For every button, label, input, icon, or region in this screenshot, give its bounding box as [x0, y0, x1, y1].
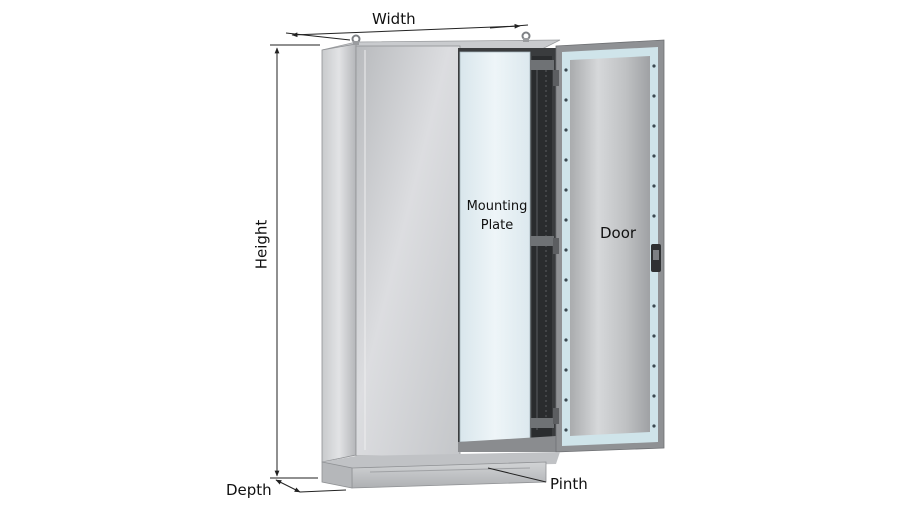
depth-dimension	[275, 479, 347, 493]
lifting-eye-right	[521, 31, 531, 42]
cabinet-side-panel	[321, 43, 357, 463]
plinth	[321, 452, 560, 489]
height-label: Height	[252, 219, 271, 270]
mounting-plate-label-line1: Mounting	[466, 199, 528, 214]
width-label: Width	[372, 10, 416, 28]
door-hinge-top	[553, 70, 559, 86]
height-dimension	[270, 44, 320, 479]
cabinet	[321, 39, 561, 463]
left-door	[355, 45, 461, 457]
pinth-label: Pinth	[550, 475, 588, 493]
mounting-plate-label: Mounting Plate	[458, 197, 536, 235]
pinth-leader	[487, 467, 547, 483]
plinth-side	[321, 461, 353, 489]
door-hinge-bottom	[553, 408, 559, 424]
mounting-plate-label-line2: Plate	[480, 218, 514, 233]
door-panel	[570, 56, 650, 436]
door-hinge-middle	[553, 238, 559, 254]
mounting-plate	[459, 51, 531, 443]
door-label: Door	[600, 224, 637, 242]
mounting-rail	[532, 56, 552, 440]
width-dimension	[285, 23, 529, 41]
open-door	[553, 39, 665, 453]
lifting-eye-left	[351, 34, 361, 45]
depth-label: Depth	[226, 481, 272, 499]
